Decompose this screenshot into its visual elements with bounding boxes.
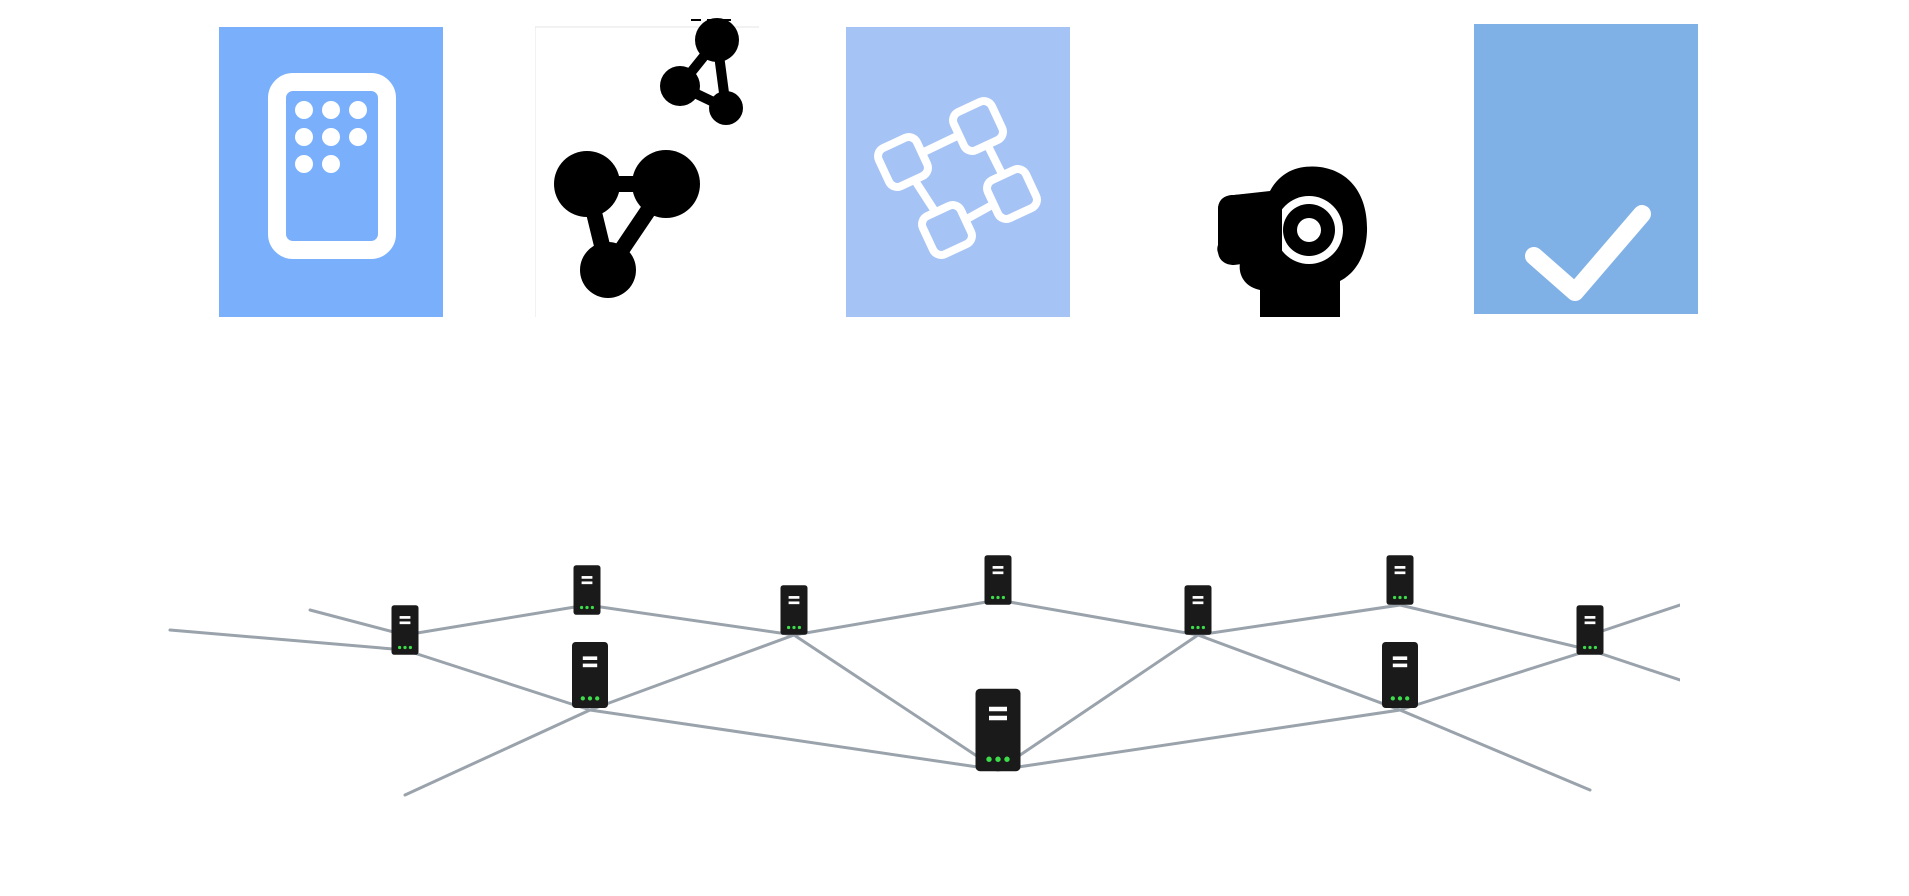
network-link bbox=[1398, 708, 1592, 792]
network-link bbox=[792, 598, 1000, 637]
connected-blocks-tile bbox=[846, 27, 1070, 317]
keypad-dots bbox=[295, 101, 367, 173]
server-icon bbox=[1576, 605, 1604, 655]
network-link bbox=[308, 608, 407, 637]
network-link bbox=[996, 708, 1402, 772]
server-network-diagram bbox=[168, 555, 1682, 797]
vr-headset-tile bbox=[1190, 155, 1390, 317]
server-icon bbox=[573, 565, 601, 615]
server-network bbox=[160, 520, 1682, 820]
server-icon bbox=[780, 585, 808, 635]
network-link bbox=[168, 628, 407, 652]
tile-background bbox=[846, 27, 1070, 317]
block-diagram-icon bbox=[846, 27, 1070, 317]
network-link bbox=[1588, 603, 1682, 637]
server-icon bbox=[975, 688, 1021, 772]
server-icon bbox=[1382, 642, 1418, 708]
network-link bbox=[1196, 603, 1402, 637]
network-link bbox=[588, 633, 796, 712]
phone-keypad-tile bbox=[219, 27, 443, 317]
network-link bbox=[403, 603, 589, 637]
network-link bbox=[1398, 648, 1592, 712]
checkmark-icon bbox=[1474, 24, 1698, 314]
network-link bbox=[403, 708, 592, 797]
server-icon bbox=[1386, 555, 1414, 605]
vr-headset-icon bbox=[1217, 166, 1368, 317]
network-link bbox=[1588, 648, 1682, 682]
network-link bbox=[588, 708, 1000, 772]
server-icon bbox=[984, 555, 1012, 605]
server-icon bbox=[572, 642, 608, 708]
molecule-icon bbox=[535, 18, 759, 317]
network-link bbox=[996, 633, 1200, 772]
server-icon bbox=[1184, 585, 1212, 635]
network-link bbox=[996, 598, 1200, 637]
network-link bbox=[1398, 603, 1592, 652]
network-link bbox=[1196, 633, 1402, 712]
keypad-phone-icon bbox=[219, 27, 443, 317]
checkmark-tile bbox=[1474, 24, 1698, 314]
server-icon bbox=[391, 605, 419, 655]
network-link bbox=[792, 633, 1000, 772]
network-link bbox=[403, 648, 592, 712]
molecule-network-tile bbox=[535, 18, 759, 317]
phone-outline bbox=[268, 73, 396, 259]
network-link bbox=[585, 603, 796, 637]
